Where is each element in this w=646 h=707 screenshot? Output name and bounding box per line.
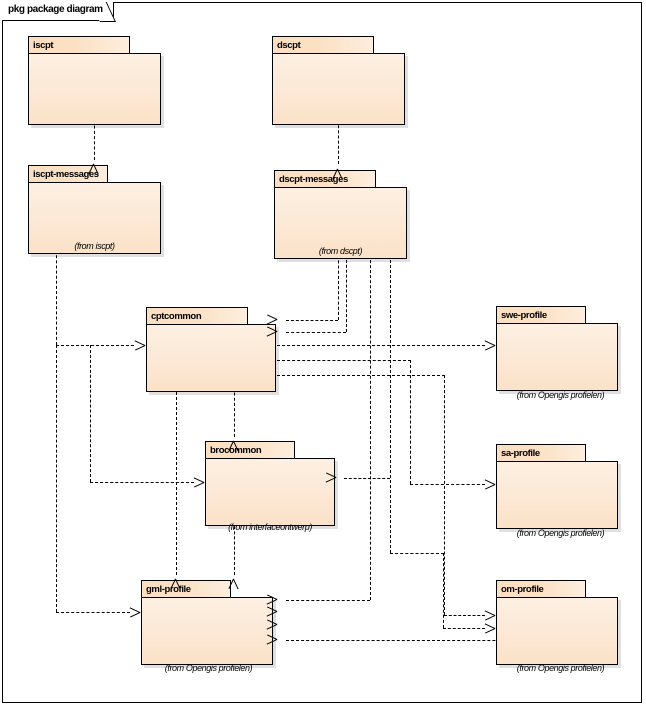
package-label: gml-profile [146,584,191,595]
package-body [496,461,618,529]
dep-iscptmsg-to-gml-h [56,612,130,613]
package-from-note-iscpt-messages: (from iscpt) [74,241,115,251]
package-header: brocommon [205,441,295,459]
package-from-note-om-profile: (from Opengis profielen) [516,663,605,673]
dep-iscptmsg-to-brocommon-h [90,482,194,483]
package-body [28,53,161,125]
package-label: iscpt-messages [33,169,99,180]
package-body [274,187,407,259]
dep-cptcommon-to-sa-h2 [410,484,485,485]
package-header: gml-profile [141,580,231,598]
package-body [496,597,618,665]
package-body [141,597,273,665]
package-from-note-sa-profile: (from Opengis profielen) [516,528,605,538]
package-label: om-profile [501,584,544,595]
package-header: om-profile [496,580,586,598]
dep-dscptmsg-to-om-v1 [390,245,391,553]
dep-iscptmsg-to-cptcommon-v [56,240,57,345]
package-header: cptcommon [146,307,248,325]
dep-into-gml-h3 [286,640,586,641]
dep-cptcommon-to-om-v [444,375,445,615]
dep-into-brocommon-h [344,478,390,479]
dep-cptcommon-to-brocommon-v [234,377,235,437]
dep-cptcommon-to-sa-v [410,360,411,484]
package-label: sa-profile [501,448,540,459]
dep-dscpt-to-dscpt-messages-line [338,110,339,164]
dep-iscptmsg-to-brocommon-v [90,345,91,482]
dep-iscptmsg-to-gml-v [56,345,57,612]
dep-cptcommon-to-gml-v [176,377,177,575]
package-body [146,324,276,392]
dep-dscptmsg-to-cptcommon-h [286,332,346,333]
diagram-title: pkg package diagram [8,4,103,15]
package-header: iscpt-messages [28,165,108,183]
diagram-frame-tab [2,2,114,21]
dep-brocommon-to-gml-v [234,511,235,575]
package-label: iscpt [33,40,54,51]
dep-iscptmsg-to-cptcommon-h [56,345,134,346]
package-label: cptcommon [151,311,202,322]
package-label: swe-profile [501,310,547,321]
package-body [272,53,405,125]
package-header: swe-profile [496,306,586,324]
dep-cptcommon-to-sa-h1 [277,360,411,361]
package-from-note-swe-profile: (from Opengis profielen) [516,390,605,400]
dep-dscptmsg-to-om-v2 [443,553,444,628]
dep-cptcommon-to-om-h1 [277,375,445,376]
dep-cptcommon-to-swe-h [277,345,485,346]
package-body [496,323,618,391]
package-header: iscpt [28,36,130,54]
package-from-note-brocommon: (from interfaceontwerp) [228,522,312,532]
package-label: dscpt-messages [279,174,348,185]
package-label: dscpt [277,40,301,51]
package-body [28,182,161,254]
package-header: dscpt [272,36,374,54]
dep-dscptmsg-to-om-h1 [390,553,444,554]
package-header: sa-profile [496,444,586,462]
package-header: dscpt-messages [274,170,376,188]
package-from-note-dscpt-messages: (from dscpt) [318,246,363,256]
dep-dscptmsg-to-gml-h [286,600,370,601]
dep-dscptmsg-to-om-h2 [443,628,485,629]
package-body [205,458,335,526]
package-from-note-gml-profile: (from Opengis profielen) [164,663,253,673]
dep-dscptmsg-to-cptcommon-v [346,245,347,332]
dep-dscptmsg-to-gml-v [370,245,371,600]
dep-back-to-cptcommon-h [286,320,338,321]
dep-back-to-cptcommon-v [338,245,339,320]
dep-iscpt-to-iscpt-messages-line [94,110,95,160]
dep-cptcommon-to-om-h2 [444,615,485,616]
package-label: brocommon [210,445,262,456]
